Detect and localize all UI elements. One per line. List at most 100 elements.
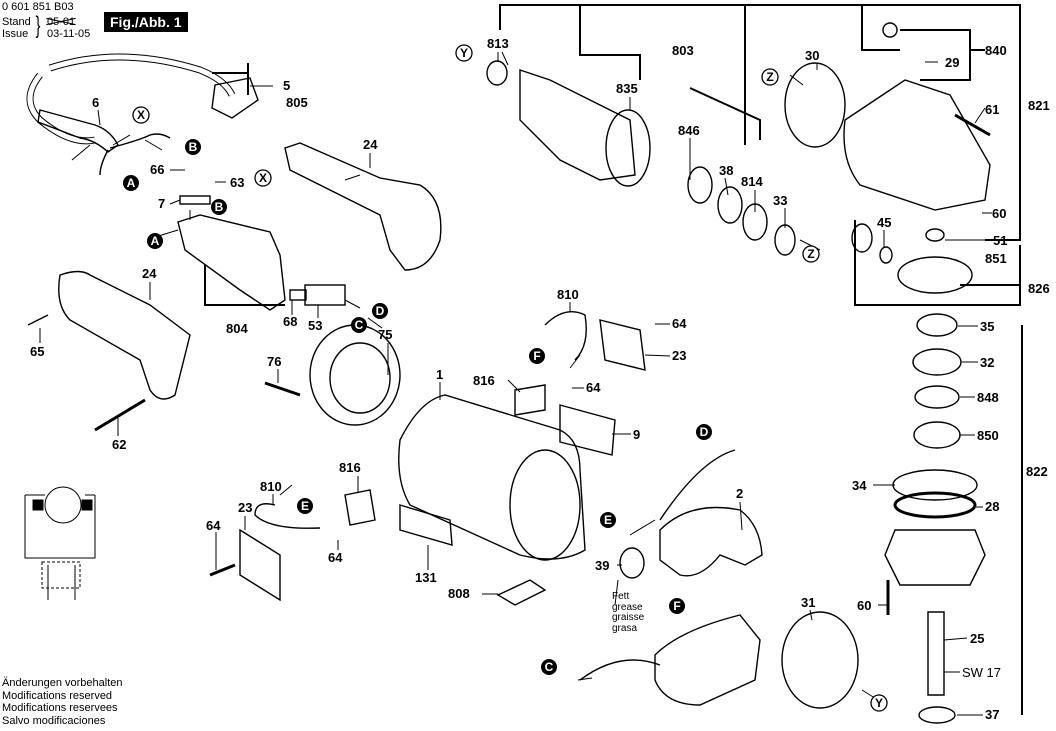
figure-badge: Fig./Abb. 1: [104, 12, 188, 32]
part-label-24-side: 24: [142, 266, 157, 281]
svg-text:Y: Y: [460, 46, 468, 60]
housing-mouth-drawing: [509, 449, 581, 561]
part-label-850: 850: [977, 428, 999, 443]
bracket-826: [854, 220, 1021, 306]
grease-note: Fett grease graisse grasa: [612, 591, 645, 634]
circlip-848-drawing: [914, 385, 960, 409]
stand-old-value-struck: 05-01: [47, 16, 76, 28]
bracket-803: [499, 4, 746, 145]
svg-text:Z: Z: [807, 247, 814, 261]
part-label-846: 846: [678, 123, 700, 138]
connector-d-top: D: [372, 303, 388, 319]
notice-fr: Modifications reservees: [2, 702, 118, 715]
part-label-851: 851: [985, 251, 1007, 266]
label-131-drawing: [399, 504, 453, 546]
leader-lines: [39, 51, 993, 716]
coil-lead-c-drawing: [579, 659, 661, 681]
grease-note-es: grasa: [612, 622, 638, 634]
part-label-840: 840: [985, 43, 1007, 58]
svg-text:F: F: [533, 349, 540, 363]
connector-markers: A A B B C C D D E E F F X X Y Y Z Z: [123, 44, 888, 712]
screw-61-drawing: [954, 113, 991, 137]
svg-text:E: E: [604, 513, 612, 527]
part-label-835: 835: [616, 81, 638, 96]
grease-note-fr: graisse: [612, 612, 645, 623]
bracket-lines: [204, 4, 1023, 715]
screw-76-drawing: [264, 381, 301, 397]
connector-x-handle: X: [254, 169, 272, 187]
part-label-60-bottom: 60: [857, 598, 871, 613]
part-label-66: 66: [150, 162, 164, 177]
coil-lead-d-drawing: [659, 449, 736, 521]
connector-f-top: F: [529, 348, 545, 364]
ring-38-drawing: [717, 186, 743, 224]
part-label-810-bottom: 810: [260, 479, 282, 494]
connector-x-top: X: [132, 106, 150, 124]
part-drawings: [24, 22, 991, 724]
notice-es: Salvo modificaciones: [2, 714, 106, 727]
part-label-64-right: 64: [672, 316, 687, 331]
part-label-808: 808: [448, 586, 470, 601]
part-label-822: 822: [1026, 464, 1048, 479]
bearing-813-drawing: [486, 60, 508, 86]
part-label-30: 30: [805, 48, 819, 63]
part-label-28: 28: [985, 499, 999, 514]
part-label-803: 803: [672, 43, 694, 58]
bracket-840: [900, 29, 985, 81]
svg-text:C: C: [355, 318, 364, 332]
part-label-39: 39: [595, 558, 609, 573]
stand-label: Stand: [2, 16, 31, 28]
part-label-64-bottom: 64: [328, 550, 343, 565]
bracket-805: [212, 63, 249, 95]
armature-drawing: [519, 69, 636, 181]
part-label-1: 1: [436, 367, 443, 382]
nut-45-drawing: [879, 246, 893, 264]
bracket-835: [579, 5, 641, 80]
svg-text:Y: Y: [875, 696, 883, 710]
part-label-32: 32: [980, 355, 994, 370]
part-label-2: 2: [736, 486, 743, 501]
bearing-850-drawing: [913, 421, 961, 449]
field-coil-lower-drawing: [654, 614, 761, 706]
gear-housing-drawing: [843, 79, 991, 211]
motor-housing-drawing: [398, 394, 586, 560]
part-label-816-bottom: 816: [339, 460, 361, 475]
document-number: 0 601 851 B03: [2, 1, 74, 13]
part-label-131: 131: [415, 570, 437, 585]
plug-drawing: [211, 77, 259, 119]
connector-z-top: Z: [761, 68, 779, 86]
part-label-34: 34: [852, 478, 867, 493]
part-label-826: 826: [1028, 281, 1050, 296]
part-label-35: 35: [980, 319, 994, 334]
wrench-size-label: SW 17: [962, 665, 1001, 680]
screw-62-drawing: [94, 398, 146, 432]
grease-39-drawing: [619, 547, 645, 579]
issue-date: 03-11-05: [47, 28, 91, 40]
spindle-25-drawing: [927, 611, 945, 696]
part-label-53: 53: [308, 318, 322, 333]
connector-z-bottom: Z: [802, 245, 820, 263]
part-label-23-top: 23: [672, 348, 686, 363]
screw-65-drawing: [27, 314, 49, 326]
part-label-816-top: 816: [473, 373, 495, 388]
part-label-45: 45: [877, 215, 891, 230]
brush-holder-816-drawing: [344, 489, 376, 526]
part-label-24-top: 24: [363, 137, 378, 152]
part-label-804: 804: [226, 321, 248, 336]
part-label-5: 5: [283, 78, 290, 93]
sleeve-51-drawing: [925, 228, 945, 242]
part-labels: 813 803 835 846 38 814 33 30 840 29 821 …: [30, 36, 1050, 722]
part-label-9: 9: [633, 427, 640, 442]
part-label-64-top: 64: [586, 380, 601, 395]
bracket-840-link: [861, 5, 900, 51]
connector-b-top: B: [185, 139, 201, 155]
part-label-814: 814: [741, 174, 763, 189]
connector-e-right: E: [600, 512, 616, 528]
pinion-drawing: [851, 223, 873, 253]
connector-a-top: A: [123, 175, 139, 191]
handle-top-drawing: [284, 142, 442, 271]
svg-text:A: A: [151, 234, 160, 248]
fan-wheel-drawing: [605, 109, 651, 187]
part-label-76: 76: [267, 354, 281, 369]
part-label-65: 65: [30, 344, 44, 359]
